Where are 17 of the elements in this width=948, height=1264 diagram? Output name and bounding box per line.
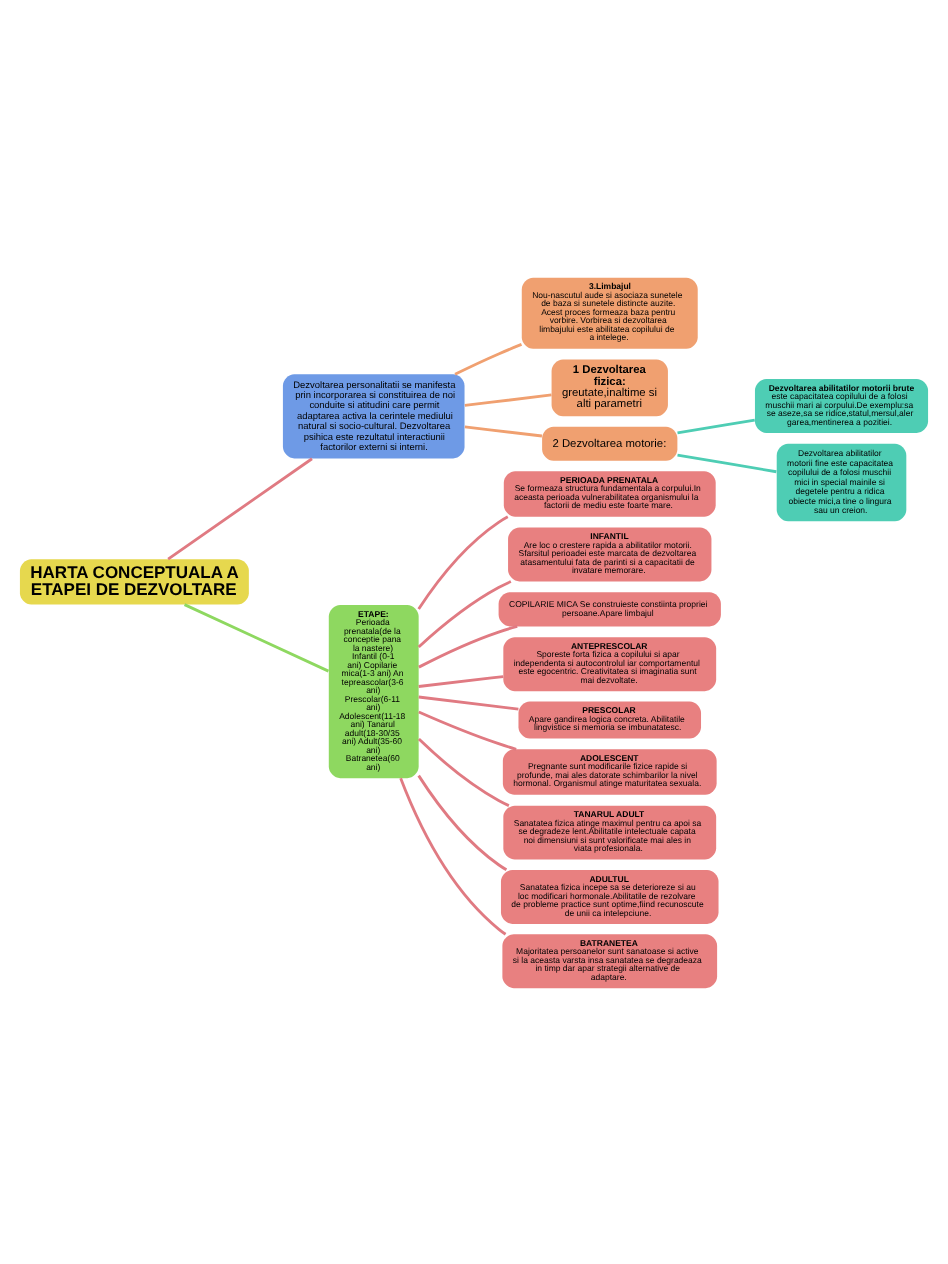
connector [418, 709, 517, 750]
node-box: HARTA CONCEPTUALA A ETAPEI DE DEZVOLTARE [19, 558, 249, 604]
connector [418, 624, 518, 668]
connector [417, 514, 509, 609]
connector [677, 417, 755, 434]
connector [464, 392, 552, 406]
connector [418, 674, 504, 687]
connector [418, 694, 519, 710]
connector [167, 456, 313, 560]
connector [464, 424, 543, 437]
connector [417, 773, 508, 871]
connector [454, 342, 523, 375]
connector [417, 737, 510, 806]
connector [183, 602, 330, 672]
connector [677, 452, 777, 473]
connector [399, 776, 507, 935]
connector [417, 579, 512, 648]
